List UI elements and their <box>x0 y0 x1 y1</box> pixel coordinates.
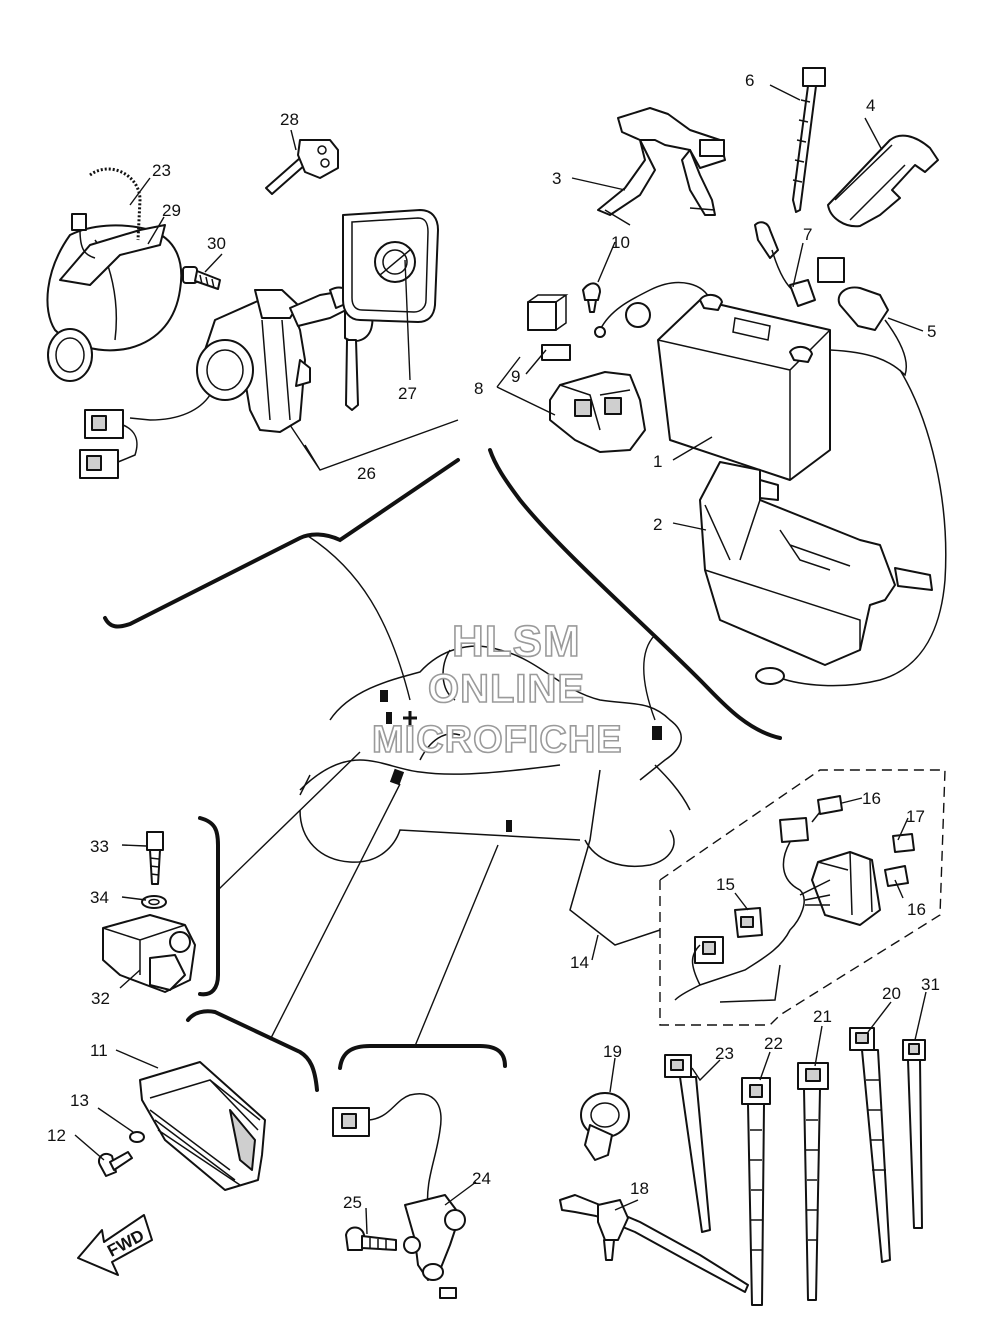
label-part-25: 25 <box>343 1193 362 1212</box>
label-part-30: 30 <box>207 234 226 253</box>
watermark-line-1: HLSM <box>452 617 581 666</box>
label-part-19: 19 <box>603 1042 622 1061</box>
bolt-30 <box>182 266 221 290</box>
leader-lines <box>74 84 927 1235</box>
label-part-22: 22 <box>764 1034 783 1053</box>
battery-band-holder-part <box>597 107 726 226</box>
label-part-11: 11 <box>90 1041 108 1060</box>
label-part-27: 27 <box>398 384 417 403</box>
battery-part <box>657 294 831 481</box>
fwd-direction-arrow: FWD <box>77 1214 153 1276</box>
watermark-line-3: MICROFICHE <box>372 719 623 761</box>
sensor-part <box>332 1093 466 1299</box>
label-part-1: 1 <box>653 452 662 471</box>
cable-tie-31 <box>902 1039 926 1229</box>
cable-tie-22 <box>741 1077 771 1306</box>
bracket-assembly-upper-left <box>46 167 183 382</box>
watermark: HLSM ONLINE MICROFICHE <box>371 616 623 762</box>
label-part-16b: 16 <box>907 900 926 919</box>
cable-tie-23 <box>664 1054 711 1233</box>
label-part-26: 26 <box>357 464 376 483</box>
immobilizer-unit-part <box>342 209 439 323</box>
label-part-13: 13 <box>70 1091 89 1110</box>
label-part-2: 2 <box>653 515 662 534</box>
wire-harness-part <box>674 795 915 1003</box>
label-part-31: 31 <box>921 975 940 994</box>
label-part-17: 17 <box>906 807 925 826</box>
battery-cover-part <box>827 134 939 228</box>
label-part-14: 14 <box>570 953 589 972</box>
label-part-16a: 16 <box>862 789 881 808</box>
rectifier-regulator-part <box>98 1061 266 1191</box>
label-part-6: 6 <box>745 71 754 90</box>
relay-unit-part <box>102 831 196 993</box>
label-part-4: 4 <box>866 96 875 115</box>
label-part-10: 10 <box>611 233 630 252</box>
label-part-34: 34 <box>90 888 109 907</box>
label-part-23b: 23 <box>715 1044 734 1063</box>
label-part-5: 5 <box>927 322 936 341</box>
watermark-line-2: ONLINE <box>428 667 585 711</box>
label-part-24: 24 <box>472 1169 491 1188</box>
label-part-33: 33 <box>90 837 109 856</box>
label-part-12: 12 <box>47 1126 66 1145</box>
part-number-labels: 1 2 3 4 5 6 7 8 9 10 11 12 13 14 15 16 1… <box>47 71 940 1212</box>
cable-tie-6 <box>792 67 826 213</box>
label-part-29: 29 <box>162 201 181 220</box>
vehicle-silhouette <box>299 645 691 946</box>
main-switch-part <box>79 286 374 479</box>
label-part-32: 32 <box>91 989 110 1008</box>
label-part-23a: 23 <box>152 161 171 180</box>
label-part-15: 15 <box>716 875 735 894</box>
negative-lead-part <box>755 286 947 687</box>
bolt-10 <box>582 282 601 313</box>
clamp-part <box>580 1092 630 1161</box>
label-part-3: 3 <box>552 169 561 188</box>
cable-tie-21 <box>797 1062 829 1301</box>
battery-box-part <box>699 461 933 666</box>
label-part-20: 20 <box>882 984 901 1003</box>
label-part-9: 9 <box>511 367 520 386</box>
key-part <box>265 139 339 195</box>
label-part-8: 8 <box>474 379 483 398</box>
label-part-21: 21 <box>813 1007 832 1026</box>
band-18-part <box>559 1194 749 1293</box>
label-part-18: 18 <box>630 1179 649 1198</box>
cable-tie-20 <box>849 1027 891 1263</box>
label-part-7: 7 <box>803 225 812 244</box>
positive-lead-part <box>594 221 845 338</box>
label-part-28: 28 <box>280 110 299 129</box>
group-brackets <box>103 448 946 1092</box>
